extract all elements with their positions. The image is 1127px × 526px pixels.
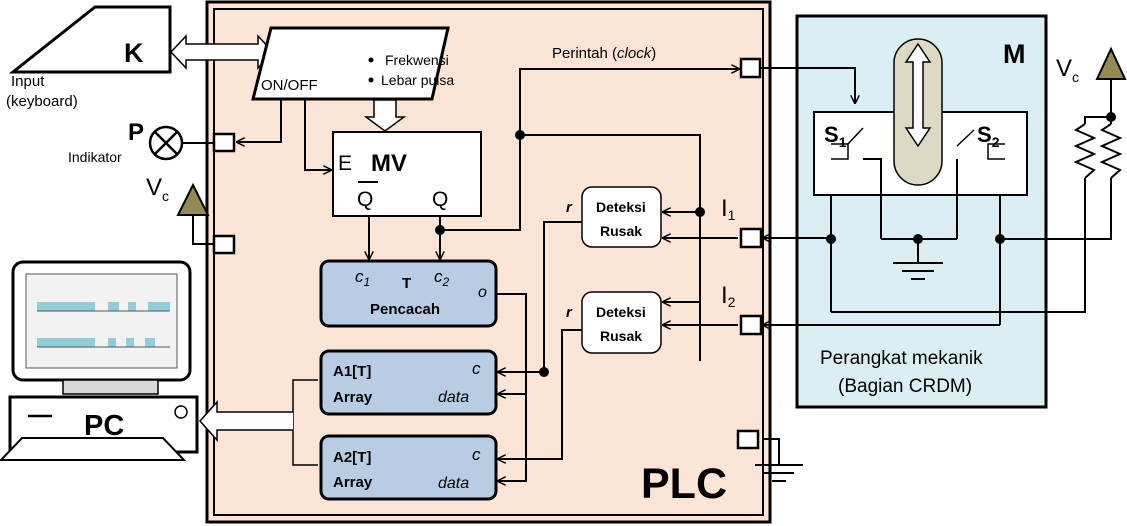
counter-c2: c2 xyxy=(434,267,450,289)
mv-e-label: E xyxy=(338,152,352,175)
pc-export-arrow xyxy=(198,400,293,442)
mv-title: MV xyxy=(371,150,407,177)
switch-s2-label: S2 xyxy=(977,122,1000,150)
port-vc xyxy=(212,234,236,255)
command-label: Perintah (clock) xyxy=(552,45,656,62)
counter-label: Pencacah xyxy=(370,301,440,318)
array1-data: data xyxy=(438,389,469,406)
array1-c: c xyxy=(472,359,481,378)
port-indicator xyxy=(212,132,236,153)
array2-label: Array xyxy=(333,474,373,491)
detector2-line1: Deteksi xyxy=(596,304,646,320)
indicator-caption: Indikator xyxy=(68,149,122,165)
mechanical-caption-1: Perangkat mekanik xyxy=(820,348,983,369)
detector1-line2: Rusak xyxy=(600,223,642,239)
mechanical-caption-2: (Bagian CRDM) xyxy=(838,376,972,397)
i2-label: I2 xyxy=(721,282,736,310)
fault-detector-2 xyxy=(581,291,662,354)
detector2-r: r xyxy=(566,304,573,321)
input-box xyxy=(251,26,450,101)
vc-source-left-icon xyxy=(176,182,210,216)
indicator-letter: P xyxy=(128,119,144,146)
onoff-label: ON/OFF xyxy=(261,77,318,94)
resistor-1-icon xyxy=(1073,123,1097,179)
mv-block xyxy=(332,131,482,217)
port-ground xyxy=(736,429,760,450)
mechanical-m-label: M xyxy=(1003,39,1026,69)
port-command xyxy=(739,57,762,79)
port-i2 xyxy=(739,314,763,336)
keyboard-icon xyxy=(8,5,172,74)
detector1-line1: Deteksi xyxy=(596,199,646,215)
keyboard-letter: K xyxy=(124,38,144,68)
i1-label: I1 xyxy=(721,195,736,223)
detector1-r: r xyxy=(566,199,573,216)
counter-t: T xyxy=(402,275,411,292)
array2-data: data xyxy=(438,475,469,492)
array-a2-block xyxy=(319,434,498,501)
detector2-line2: Rusak xyxy=(600,328,642,344)
vc-source-right-icon xyxy=(1095,46,1127,80)
double-arrow-icon xyxy=(904,42,932,148)
array1-label: Array xyxy=(333,389,373,406)
input-to-mv-arrow xyxy=(363,99,407,132)
vc-left-label: Vc xyxy=(146,174,169,204)
counter-o: o xyxy=(478,284,487,301)
port-i1 xyxy=(739,227,763,249)
pc-label: PC xyxy=(84,410,124,442)
array2-c: c xyxy=(472,445,481,464)
pulse-width-label: Lebar pulsa xyxy=(381,72,454,88)
mv-qbar-label: Q xyxy=(357,188,373,211)
plc-label: PLC xyxy=(641,460,727,508)
mv-q-label: Q xyxy=(432,188,448,211)
counter-c1: c1 xyxy=(355,267,370,289)
monitor-screen xyxy=(25,273,178,369)
array-a1-block xyxy=(319,349,498,416)
array2-title: A2[T] xyxy=(333,449,371,466)
vc-right-label: Vc xyxy=(1056,55,1079,85)
keyboard-caption-2: (keyboard) xyxy=(6,93,78,110)
frequency-label: Frekwensi xyxy=(385,52,449,68)
resistor-2-icon xyxy=(1099,123,1123,179)
keyboard-caption-1: Input xyxy=(11,73,45,90)
switch-s1-label: S1 xyxy=(824,122,847,150)
array1-title: A1[T] xyxy=(333,363,371,380)
fault-detector-1 xyxy=(581,186,662,248)
